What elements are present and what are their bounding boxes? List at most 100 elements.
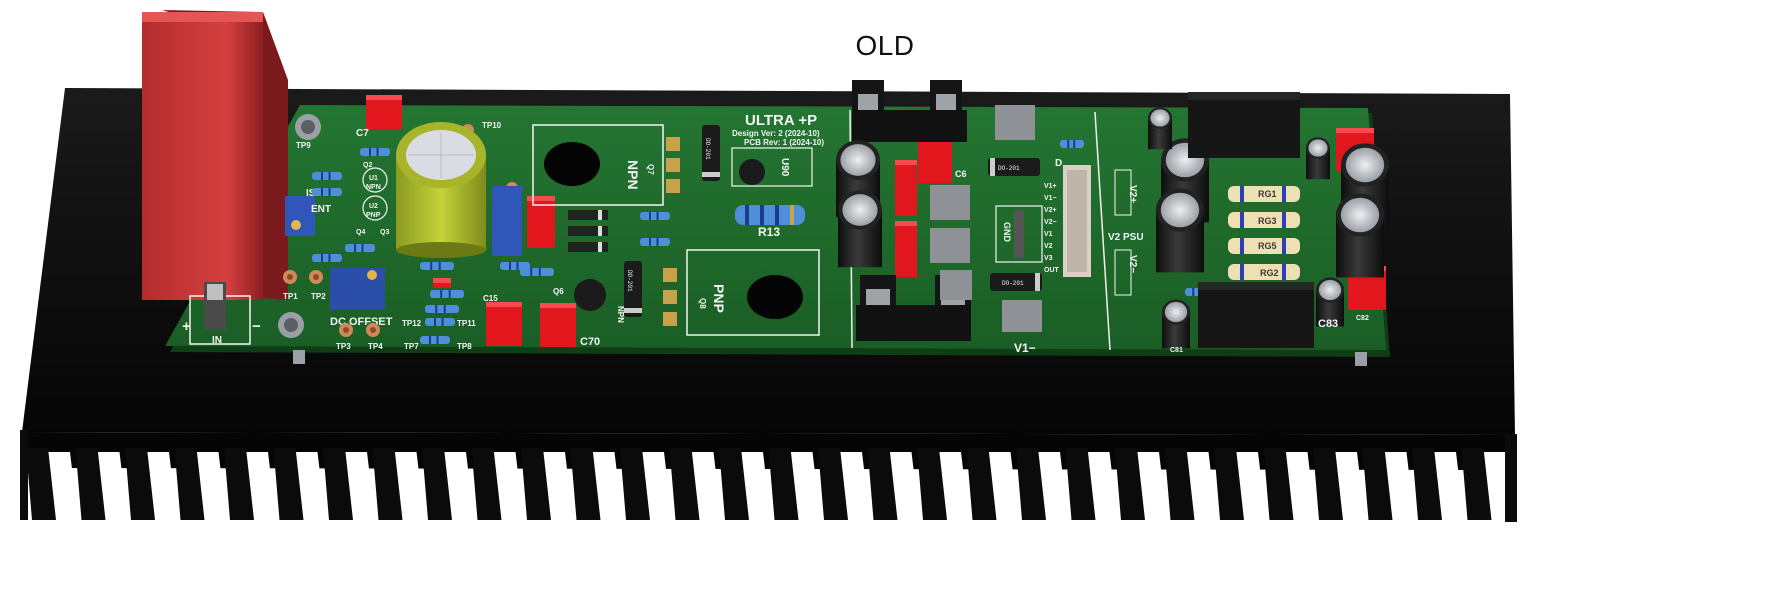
resistor	[312, 188, 342, 196]
resistor	[420, 336, 450, 344]
heatsink-fin	[1263, 448, 1316, 520]
heatsink-fin	[26, 448, 78, 520]
resistor	[640, 238, 670, 246]
q2-label: Q2	[363, 162, 372, 169]
trimpot-driver	[492, 186, 522, 256]
test-point	[339, 323, 353, 337]
tp4-label: TP4	[368, 342, 383, 351]
test-point	[283, 270, 297, 284]
do201-label-d: DO-201	[1002, 280, 1024, 287]
electrolytic-capacitor	[838, 190, 882, 268]
heatsink-fin	[323, 448, 375, 520]
gate-resistor	[1228, 186, 1300, 202]
capacitor-red	[486, 302, 522, 346]
heatsink-fin	[372, 448, 425, 520]
u2-label: U2	[369, 203, 378, 210]
connector-pin-label: V2	[1044, 243, 1053, 250]
power-transistor-q8	[663, 249, 820, 336]
resistor	[345, 244, 375, 252]
do201-label-a: DO-201	[704, 138, 711, 160]
gate-resistor	[1228, 212, 1300, 228]
v1-minus-label: V1−	[1014, 341, 1036, 355]
connector-pin-label: V3	[1044, 255, 1053, 262]
heatsink-fin	[1016, 448, 1068, 520]
connector-pin-label: V2−	[1044, 219, 1057, 226]
design-version: Design Ver: 2 (2024-10)	[732, 129, 820, 138]
do201-label-b: DO-201	[626, 270, 633, 292]
q4-label: Q4	[356, 229, 365, 236]
tp1-label: TP1	[283, 292, 298, 301]
relay-top	[1188, 92, 1300, 158]
heatsink-fin	[570, 448, 623, 520]
d-label: D	[1055, 158, 1062, 169]
electrolytic-capacitor-large	[396, 122, 486, 258]
page-title: OLD	[855, 30, 915, 61]
gate-resistor	[1228, 238, 1300, 254]
tp7-label: TP7	[404, 342, 419, 351]
heatsink-fin	[125, 448, 177, 520]
heatsink-fin	[273, 448, 326, 520]
resistor	[312, 172, 342, 180]
heatsink-fin	[768, 448, 821, 520]
c7-label: C7	[356, 128, 369, 139]
heatsink-fin	[1065, 448, 1118, 520]
c15-label: C15	[483, 294, 498, 303]
heatsink-fin	[75, 448, 128, 520]
heatsink-fin	[1115, 448, 1167, 520]
heatsink-fin	[966, 448, 1019, 520]
standoff	[293, 350, 305, 364]
pcb-revision: PCB Rev: 1 (2024-10)	[744, 138, 824, 147]
resistor-r13	[735, 205, 805, 225]
diode-do201	[990, 273, 1042, 291]
electrolytic-capacitor	[1336, 193, 1384, 278]
test-point	[309, 270, 323, 284]
tp2-label: TP2	[311, 292, 326, 301]
electrolytic-capacitor	[1148, 107, 1172, 150]
gate-resistor	[1228, 264, 1300, 280]
heatsink-fin	[1412, 448, 1464, 520]
rg3-label: RG3	[1258, 216, 1277, 226]
mount-hole	[278, 312, 304, 338]
v2-plus-label: V2+	[1127, 185, 1138, 203]
input-label: IN	[212, 335, 222, 346]
heatsink-fin	[1164, 448, 1217, 520]
mount-hole	[295, 114, 321, 140]
resistor	[312, 254, 342, 262]
bias-label: IS	[306, 188, 316, 199]
heatsink-fin	[867, 448, 920, 520]
tp12-label: TP12	[402, 319, 422, 328]
diode-array	[568, 210, 608, 252]
connector-pin-label: V2+	[1044, 207, 1057, 214]
capacitor-red	[366, 95, 402, 129]
heatsink-fin	[1362, 448, 1415, 520]
resistor	[640, 212, 670, 220]
transistor-q6	[574, 279, 606, 311]
npn-small-label: NPN	[366, 184, 381, 191]
pnp-small-label: PNP	[366, 212, 381, 219]
capacitor-red	[895, 221, 917, 277]
capacitor-red	[895, 160, 917, 216]
output-connector	[1063, 165, 1091, 277]
gnd-label: GND	[1002, 222, 1012, 243]
c83-label: C83	[1318, 318, 1338, 330]
connector-pin-label: OUT	[1044, 267, 1060, 274]
q8-label: Q8	[698, 298, 707, 309]
diode-do201	[988, 158, 1040, 176]
heatsink-fin	[818, 448, 870, 520]
standoff	[1355, 352, 1367, 366]
npn-big-label: NPN	[625, 160, 641, 190]
gnd-jumper	[995, 205, 1043, 263]
rg2-label: RG2	[1260, 268, 1279, 278]
npn-driver-label: NPN	[616, 306, 625, 323]
resistor	[360, 148, 390, 156]
c6-label: C6	[955, 169, 967, 179]
input-connector: + − IN	[182, 282, 261, 346]
regulator-u90	[731, 147, 813, 187]
r13-label: R13	[758, 225, 780, 239]
resistor	[500, 262, 530, 270]
c70-label: C70	[580, 336, 600, 348]
input-minus-label: −	[252, 318, 261, 335]
heatsink-fin	[620, 448, 672, 520]
